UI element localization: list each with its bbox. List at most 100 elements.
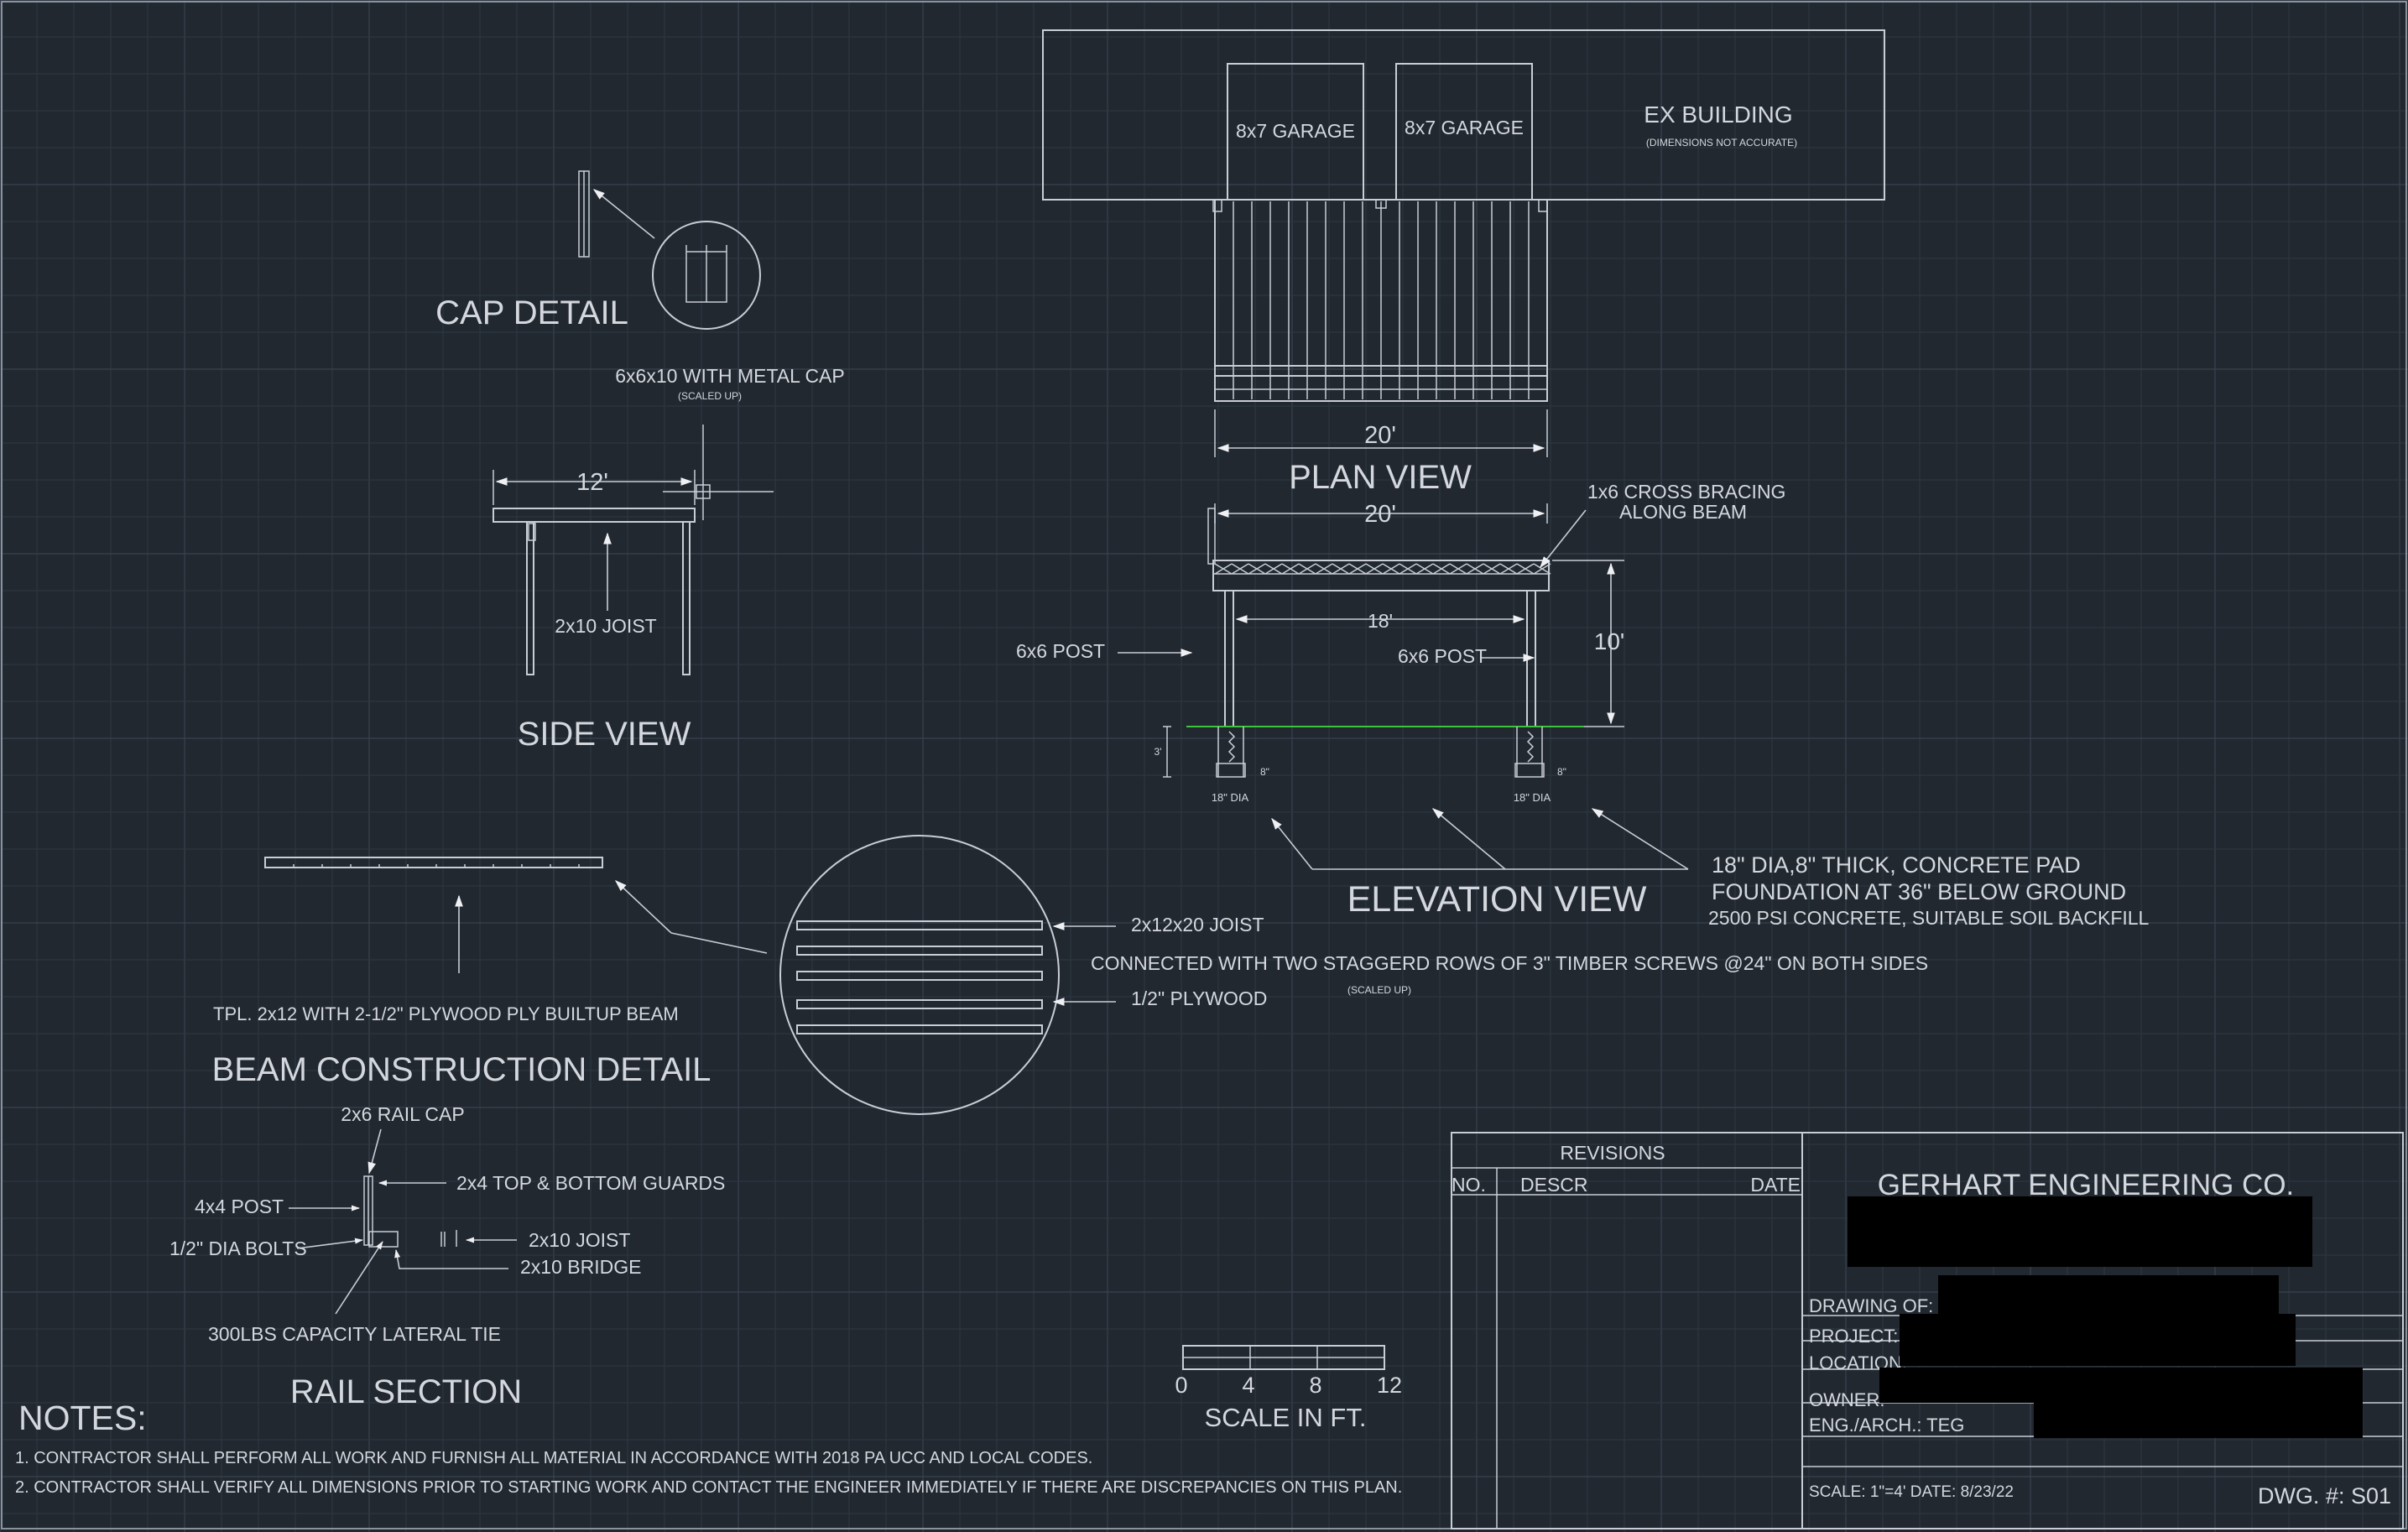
beam-ply [796,946,1043,956]
elev-dim-3-label: 3' [1154,746,1162,758]
brace-x [1248,563,1266,575]
beam-ply [796,1024,1043,1034]
cap-detail-note: (SCALED UP) [678,390,742,402]
brace-x [1415,563,1434,575]
footing-left [1216,727,1246,778]
beam-ply [796,971,1043,981]
foundation-note-2: FOUNDATION AT 36" BELOW GROUND [1712,879,2126,904]
company-name: GERHART ENGINEERING CO. [1878,1169,2295,1201]
rail-bolts-label: 1/2" DIA BOLTS [169,1238,307,1259]
beam-joist-label: 2x12x20 JOIST [1131,914,1264,935]
project-label: PROJECT: [1809,1326,1898,1347]
side-dim-12-label: 12' [576,469,608,496]
beam-detail-title: BEAM CONSTRUCTION DETAIL [212,1051,711,1088]
redaction-owner [1879,1368,2363,1403]
plan-view-title: PLAN VIEW [1289,459,1472,496]
pad-dia-right: 18" DIA [1514,791,1551,804]
cap-detail-bubble [652,221,761,330]
elevation-view-title: ELEVATION VIEW [1347,879,1647,920]
brace-x [1298,563,1316,575]
rail-section: 2x6 RAIL CAP 2x4 TOP & BOTTOM GUARDS 4x4… [169,1103,725,1410]
foundation-leader-2 [1431,808,1506,870]
beam-plywood-label: 1/2" PLYWOOD [1131,987,1267,1009]
ex-building-note: (DIMENSIONS NOT ACCURATE) [1646,137,1797,149]
beam-bubble-leader-arrow [614,880,672,934]
elev-dim-3 [1163,726,1171,778]
scale-date-label: SCALE: 1"=4' DATE: 8/23/22 [1809,1483,2014,1501]
deck-rim [1214,388,1548,402]
footing-right [1514,727,1545,778]
notes-title: NOTES: [18,1399,147,1437]
pad-thk-left: 8" [1260,766,1269,778]
beam-section-bubble [779,835,1060,1115]
revisions-label: REVISIONS [1560,1142,1665,1164]
note-2: 2. CONTRACTOR SHALL VERIFY ALL DIMENSION… [15,1478,1402,1497]
ledger-bracket [1538,199,1548,212]
rail-bridge-leader [394,1249,508,1269]
drawing-of-label: DRAWING OF: [1809,1295,1933,1316]
plan-dim-20-label: 20' [1364,422,1396,449]
beam-ply [796,999,1043,1009]
side-joist-label: 2x10 JOIST [555,615,656,637]
foundation-note-3: 2500 PSI CONCRETE, SUITABLE SOIL BACKFIL… [1708,907,2150,929]
side-post-left [526,521,534,675]
pad-thk-right: 8" [1557,766,1566,778]
cap-post-section [685,245,727,303]
brace-x [1264,563,1283,575]
redaction-company [1848,1196,2312,1267]
cap-leader [592,189,655,239]
ledger-bracket [1375,199,1387,209]
brace-x [1315,563,1333,575]
elev-dim-20-label: 20' [1364,501,1396,528]
cross-bracing-leader [1540,509,1587,569]
notes: NOTES: 1. CONTRACTOR SHALL PERFORM ALL W… [15,1399,1402,1497]
cross-bracing-label-2: ALONG BEAM [1619,501,1747,523]
rail-post [1207,508,1216,565]
beam-elevation [264,857,603,868]
title-block-frame [1451,1132,2404,1529]
beam-bubble-leader [670,932,768,954]
rail-joist-section [368,1231,399,1248]
side-joist [493,508,696,523]
rail-joist-label: 2x10 JOIST [529,1229,630,1251]
cross-bracing [1214,563,1551,575]
side-bracket [528,523,536,541]
rail-post-label: 4x4 POST [195,1196,284,1217]
rail-section-title: RAIL SECTION [290,1373,522,1410]
pad-dia-left: 18" DIA [1212,791,1249,804]
rail-tie-leader [335,1241,383,1315]
revisions-col-date: DATE [1750,1174,1801,1196]
ex-building-label: EX BUILDING [1644,102,1792,128]
eng-arch-label: ENG./ARCH.: TEG [1809,1415,1964,1436]
revisions-col-no: NO. [1452,1174,1486,1196]
beam-ticks [293,864,580,868]
scale-label: SCALE IN FT. [1205,1403,1367,1432]
beam-ply [796,920,1043,930]
revisions-col-descr: DESCR [1520,1174,1588,1196]
redaction-project [1900,1314,2296,1366]
brace-x [1382,563,1400,575]
beam-connection-note: (SCALED UP) [1347,984,1411,996]
dwg-number: DWG. #: S01 [2258,1483,2391,1509]
ledger-bracket [1212,199,1222,212]
elev-dim-10-label: 10' [1594,628,1625,654]
brace-x [1483,563,1501,575]
scale-tick-8: 8 [1309,1373,1321,1398]
brace-x [1466,563,1484,575]
foundation-leader-1 [1271,817,1313,870]
rail-bridge-label: 2x10 BRIDGE [520,1256,641,1278]
rail-bolts-leader [296,1238,363,1249]
brace-x [1499,563,1518,575]
scale-tick-4: 4 [1242,1373,1254,1398]
title-block: REVISIONS NO. DESCR DATE GERHART ENGINEE… [1451,1132,2404,1529]
brace-x [1348,563,1367,575]
garage-2-label: 8x7 GARAGE [1405,117,1524,138]
foundation-note-1: 18" DIA,8" THICK, CONCRETE PAD [1712,852,2081,878]
garage-1-label: 8x7 GARAGE [1236,120,1355,142]
side-post-right [682,521,691,675]
cross-bracing-label-1: 1x6 CROSS BRACING [1587,481,1785,503]
post-left-label: 6x6 POST [1016,640,1105,662]
